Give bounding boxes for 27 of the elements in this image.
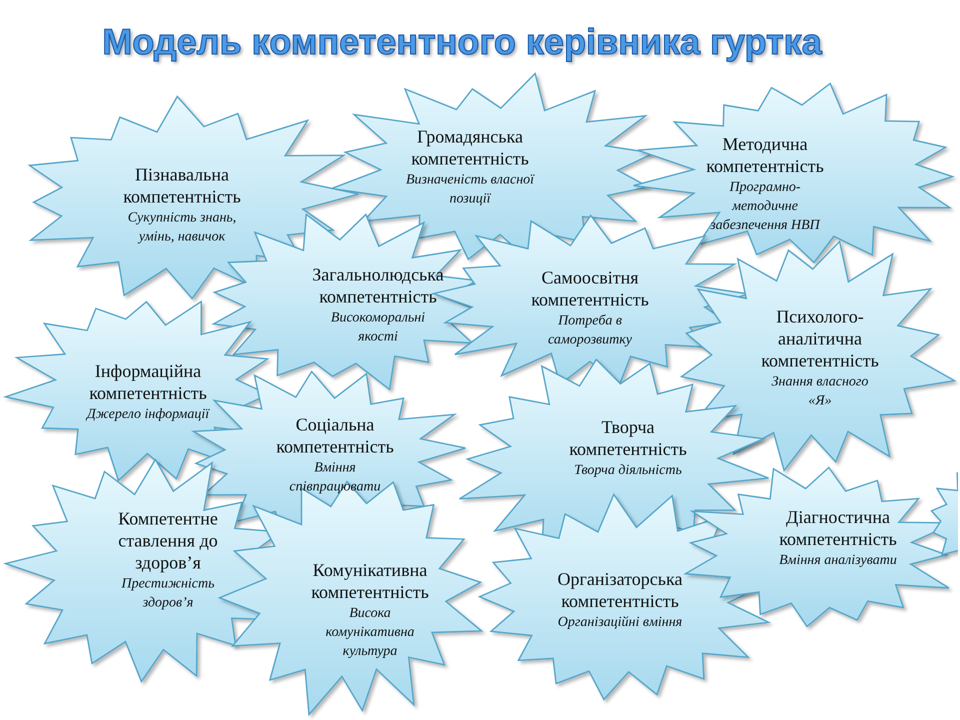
competence-description: Програмно-методичне забезпечення НВП <box>709 179 822 235</box>
competence-name: Організаторська компетентність <box>556 568 684 612</box>
competence-name: Соціальна компетентність <box>275 414 395 458</box>
competence-name: Загальнолюдська компетентність <box>311 264 445 308</box>
competence-description: Престижність здоров’я <box>120 576 216 612</box>
competence-name: Методична компетентність <box>705 133 825 177</box>
competence-description: Високоморальні якості <box>330 310 426 346</box>
competence-description: Висока комунікативна культура <box>324 605 416 661</box>
competence-name: Компетентне ставлення до здоров’я <box>117 508 219 574</box>
competence-name: Творча компетентність <box>568 416 688 460</box>
diagram-title: Модель компетентного керівника гуртка <box>102 20 822 64</box>
competence-description: Знання власного «Я» <box>770 374 870 410</box>
competence-description: Потреба в саморозвитку <box>546 312 633 350</box>
competence-name: Пізнавальна компетентність <box>122 164 242 208</box>
competence-name: Психолого-аналітична компетентність <box>760 306 880 372</box>
competence-name: Інформаційна компетентність <box>88 360 208 404</box>
competence-name: Громадянська компетентність <box>410 126 530 170</box>
competence-description: Вміння аналізувати <box>779 552 897 570</box>
competence-name: Самоосвітня компетентність <box>530 266 650 310</box>
competence-description: Творча діяльність <box>574 462 682 480</box>
competence-name: Комунікативна компетентність <box>310 559 430 603</box>
competence-description: Організаційні вміння <box>558 614 682 632</box>
competence-description: Джерело інформації <box>86 406 210 424</box>
competence-name: Діагностична компетентність <box>778 506 898 550</box>
competence-description: Вміння співпрацювати <box>288 460 382 496</box>
competence-description: Визначеність власної позиції <box>404 172 536 208</box>
competence-description: Сукупність знань, умінь, навичок <box>126 210 238 246</box>
